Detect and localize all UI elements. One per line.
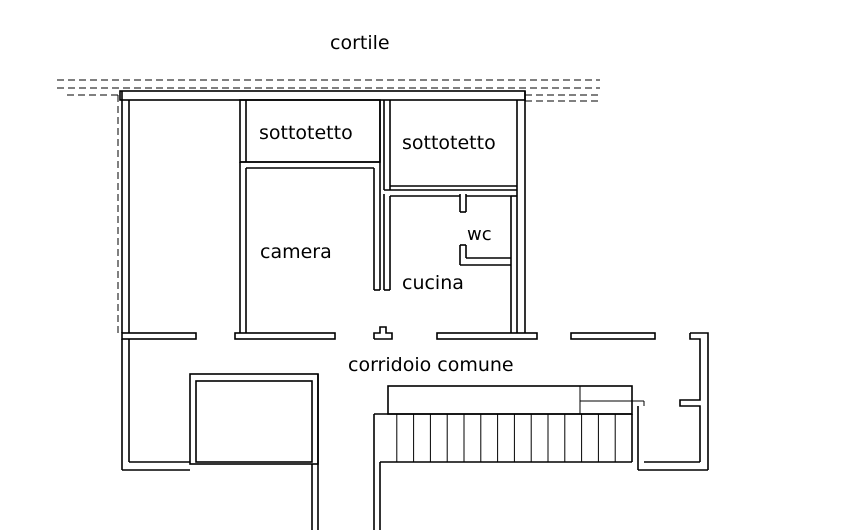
staircase [373, 385, 708, 530]
stair-steps [396, 414, 616, 462]
label-wc: wc [467, 224, 492, 245]
courtyard-boundary [57, 79, 600, 333]
outer-wall-top [119, 90, 526, 101]
label-sottotetto-left: sottotetto [259, 122, 353, 144]
label-cortile: cortile [330, 32, 390, 54]
sottotetto-room-right [383, 100, 517, 191]
kitchen-wc-walls [383, 194, 517, 333]
corridor-wall-top [121, 326, 709, 470]
outer-wall-left [121, 91, 130, 333]
apartment-wall-right [516, 91, 526, 333]
label-camera: camera [260, 241, 332, 263]
label-cucina: cucina [402, 272, 464, 294]
camera-room [239, 161, 381, 333]
label-corridoio-comune: corridoio comune [348, 354, 514, 376]
label-sottotetto-right: sottotetto [402, 132, 496, 154]
corridor-lower-left [121, 339, 319, 530]
